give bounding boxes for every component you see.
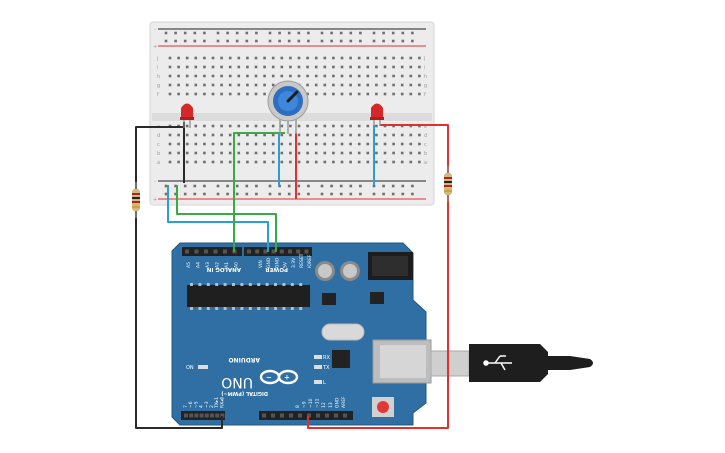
led-right — [370, 103, 384, 126]
pin-label: A5 — [186, 262, 192, 268]
row-letter: h — [157, 74, 160, 80]
rail-minus-label-top: - — [154, 27, 156, 33]
pin-label: ~5 — [193, 401, 199, 408]
digital-label: DIGITAL (PWM~) — [221, 390, 268, 396]
pin-label: ~11 — [315, 398, 321, 408]
usb-icon — [483, 355, 512, 371]
row-letter: c — [424, 142, 427, 148]
row-letter: i — [424, 65, 425, 71]
row-letter: g — [157, 83, 160, 89]
pin-label: VIN — [258, 260, 264, 268]
pin-label: 8 — [295, 405, 301, 408]
wire-blue-rail — [167, 185, 269, 252]
pin-label: ~10 — [308, 398, 314, 408]
arduino-logo: + − — [259, 369, 299, 385]
pin-label: GND — [334, 397, 340, 408]
pin-label: AREF — [341, 396, 347, 408]
pin-label: ~9 — [301, 401, 307, 408]
pin-label: 5V — [283, 261, 289, 268]
pin-label: RESET — [299, 253, 305, 268]
wire-green-rail — [176, 185, 277, 252]
pin-label: RX◂0 — [219, 397, 225, 408]
analog-in-label: ANALOG IN — [206, 266, 241, 272]
row-letter: e — [424, 124, 427, 130]
pin-label: A4 — [196, 262, 202, 268]
row-letter: i — [157, 65, 158, 71]
pin-label: 3.3V — [291, 257, 297, 268]
pin-label: A3 — [205, 262, 211, 268]
resistor-left — [132, 182, 140, 218]
power-header — [244, 247, 312, 256]
rail-plus-label-top: + — [153, 44, 157, 50]
pin-label: 7 — [183, 405, 189, 408]
pin-label: 13 — [328, 402, 334, 408]
power-label: POWER — [264, 266, 288, 272]
row-letter: f — [157, 92, 159, 98]
on-label: ON — [186, 365, 194, 371]
breadboard-holes — [164, 31, 421, 196]
microcontroller-chip — [187, 285, 310, 307]
led-label-tx: TX — [322, 365, 330, 371]
led-label-l: L — [323, 380, 326, 386]
pin-label: ~6 — [188, 401, 194, 408]
wire-black-ground — [135, 126, 223, 429]
row-letter: a — [424, 160, 427, 166]
pin-label: TX▸1 — [214, 397, 220, 409]
rail-minus-label-bottom: - — [154, 179, 156, 185]
row-letter: b — [424, 151, 427, 157]
row-letter: d — [157, 133, 160, 139]
header-pins — [184, 249, 347, 418]
pin-label: GND — [274, 257, 280, 268]
wires — [135, 122, 449, 429]
pin-label: A0 — [234, 262, 240, 268]
arduino-brand: ARDUINO — [229, 356, 260, 363]
wire-green-a0 — [233, 132, 285, 252]
led-left — [180, 103, 194, 128]
resistor-right — [444, 166, 452, 202]
row-letter: h — [424, 74, 427, 80]
digital-header-right — [259, 411, 353, 420]
pin-label: 4 — [199, 405, 205, 408]
arduino-model: UNO — [221, 374, 253, 390]
potentiometer — [267, 80, 309, 134]
pin-label: 12 — [321, 402, 327, 408]
rail-plus-label-bottom: + — [153, 197, 157, 203]
analog-header — [182, 247, 242, 256]
crystal — [321, 323, 365, 341]
row-letter: d — [424, 133, 427, 139]
pin-label: GND — [266, 257, 272, 268]
svg-text:+: + — [284, 374, 290, 382]
row-letter: c — [157, 142, 160, 148]
row-letter: j — [423, 56, 425, 62]
led-label-rx: RX — [323, 355, 330, 361]
pin-label: A1 — [224, 262, 230, 268]
pin-label: IOREF — [307, 254, 313, 268]
pin-label: A2 — [215, 262, 221, 268]
pin-label: ~3 — [204, 401, 210, 408]
row-letter: a — [157, 160, 160, 166]
row-letter: j — [156, 56, 158, 62]
arduino-board: TX RX L ON + − ARDUINO UNO ANALOG IN POW… — [171, 242, 432, 426]
row-letter: b — [157, 151, 160, 157]
row-letter: f — [424, 92, 426, 98]
pin-label: 2 — [209, 405, 215, 408]
wire-red — [307, 124, 449, 429]
svg-text:−: − — [266, 374, 272, 382]
usb-cable — [430, 344, 593, 382]
row-letter: g — [424, 83, 427, 89]
